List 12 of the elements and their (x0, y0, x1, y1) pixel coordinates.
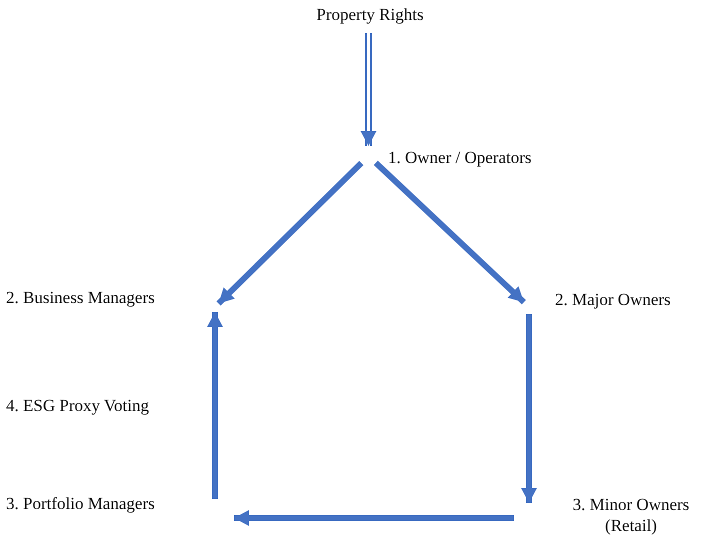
node-label: 3. Minor Owners (Retail) (572, 494, 690, 536)
arrow (216, 160, 364, 306)
node-label: Property Rights (315, 4, 425, 25)
arrow (207, 312, 223, 499)
arrow (234, 510, 514, 526)
node-label: 2. Major Owners (555, 289, 672, 310)
node-label: 1. Owner / Operators (388, 147, 533, 168)
arrow (521, 314, 537, 503)
arrow (374, 160, 526, 304)
node-label: 3. Portfolio Managers (6, 493, 156, 514)
node-label: 2. Business Managers (6, 287, 156, 308)
arrow (360, 32, 376, 147)
